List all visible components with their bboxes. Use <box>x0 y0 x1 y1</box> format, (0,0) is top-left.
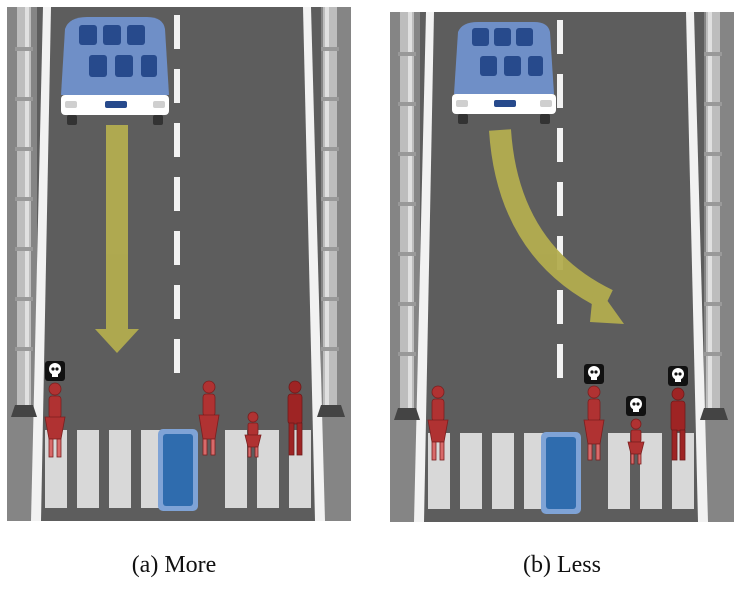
guardrail-left-b <box>394 12 420 420</box>
crosswalk-b <box>428 433 694 509</box>
edge-line-left-b <box>414 12 434 522</box>
autonomous-car-a <box>61 17 169 125</box>
center-line-a <box>174 15 180 373</box>
skull-icon <box>668 366 688 386</box>
autonomous-car-b <box>452 22 556 124</box>
pedestrian-man-b <box>670 387 686 461</box>
skull-icon <box>626 396 646 416</box>
panel-b <box>390 12 734 522</box>
path-arrow-a <box>95 125 139 353</box>
panel-a <box>7 7 351 521</box>
guardrail-left-a <box>11 7 37 417</box>
pedestrian-man-a <box>287 380 303 456</box>
pedestrian-woman-1-a <box>44 382 66 458</box>
edge-line-right-a <box>303 7 325 521</box>
pedestrian-girl-a <box>244 411 262 458</box>
pedestrian-woman-1-b <box>427 385 449 461</box>
barrier-a <box>158 429 198 511</box>
scene-b <box>390 12 734 522</box>
pedestrian-woman-2-b <box>583 385 605 461</box>
edge-line-right-b <box>686 12 708 522</box>
pedestrian-woman-2-a <box>198 380 220 456</box>
guardrail-right-a <box>317 7 345 417</box>
skull-icon <box>584 364 604 384</box>
edge-line-left-a <box>31 7 51 521</box>
path-arrow-b <box>489 129 624 324</box>
pedestrian-girl-b <box>627 418 645 465</box>
skull-icon <box>45 361 65 381</box>
guardrail-right-b <box>700 12 728 420</box>
scene-a <box>7 7 351 521</box>
barrier-b <box>541 432 581 514</box>
caption-b: (b) Less <box>523 552 601 578</box>
caption-a: (a) More <box>131 552 217 578</box>
